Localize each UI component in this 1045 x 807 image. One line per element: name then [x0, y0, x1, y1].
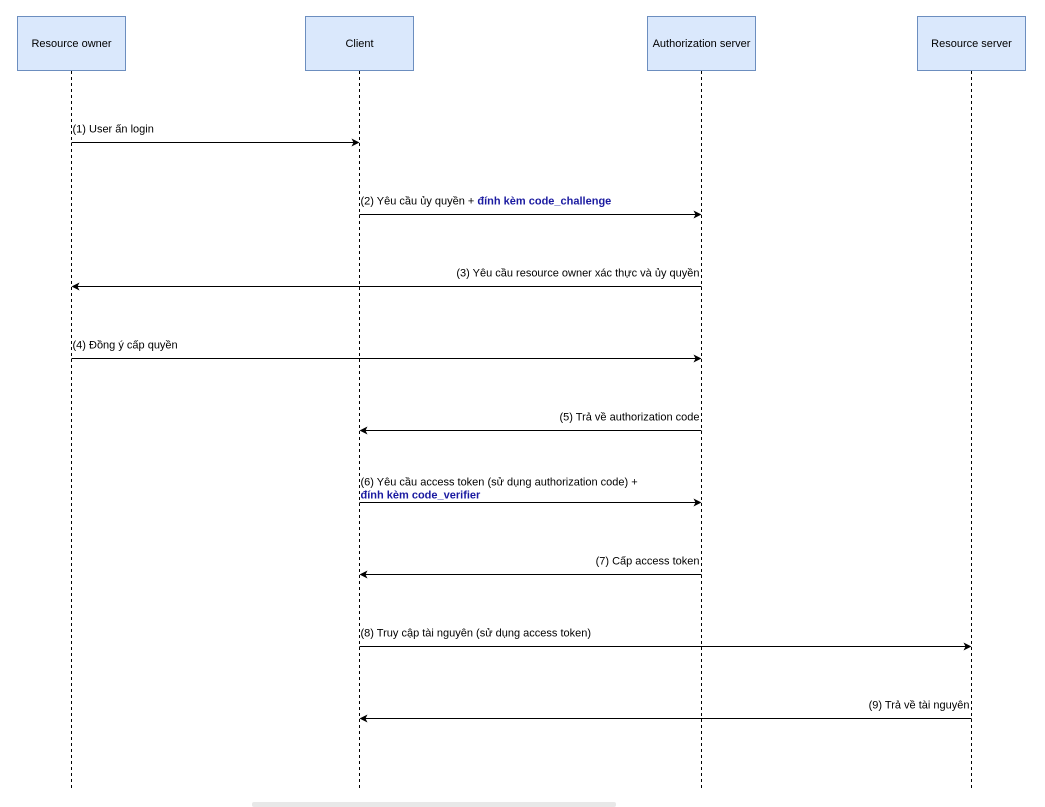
actor-box — [305, 16, 414, 71]
actor-rs: Resource server — [917, 16, 1026, 71]
message-5: (5) Trả về authorization code — [359, 412, 702, 435]
message-label-text: (1) User ấn login — [73, 124, 154, 136]
message-2: (2) Yêu cầu ủy quyền + đính kèm code_cha… — [359, 196, 702, 219]
message-8: (8) Truy cập tài nguyên (sử dụng access … — [359, 628, 972, 651]
actor-label: Resource owner — [31, 38, 111, 50]
messages: (1) User ấn login (2) Yêu cầu ủy quyền + … — [71, 124, 972, 723]
actor-label: Authorization server — [653, 38, 751, 50]
message-accent-label: đính kèm code_challenge — [477, 196, 611, 208]
arrowhead-icon — [963, 642, 972, 651]
arrowhead-icon — [693, 210, 702, 219]
message-6: (6) Yêu cầu access token (sử dụng author… — [359, 477, 702, 507]
message-label-text: (5) Trả về authorization code — [559, 412, 699, 424]
actor-client: Client — [305, 16, 414, 71]
actors: Resource owner Client Authorization server… — [17, 16, 1026, 71]
message-label-text: (7) Cấp access token — [596, 556, 700, 568]
message-label-text: (8) Truy cập tài nguyên (sử dụng access … — [361, 628, 592, 640]
message-label-text: (9) Trả về tài nguyên — [869, 700, 970, 712]
arrowhead-icon — [359, 570, 368, 579]
message-label: (9) Trả về tài nguyên — [869, 700, 970, 712]
horizontal-scrollbar[interactable] — [252, 802, 616, 807]
message-9: (9) Trả về tài nguyên — [359, 700, 972, 723]
actor-label: Resource server — [931, 38, 1012, 50]
message-4: (4) Đồng ý cấp quyền — [71, 340, 702, 363]
arrowhead-icon — [71, 282, 80, 291]
message-7: (7) Cấp access token — [359, 556, 702, 579]
message-3: (3) Yêu cầu resource owner xác thực và ủ… — [71, 268, 702, 291]
message-label-text: (3) Yêu cầu resource owner xác thực và ủ… — [456, 268, 699, 280]
actor-label: Client — [345, 38, 373, 50]
message-label-text: (2) Yêu cầu ủy quyền + — [361, 196, 478, 208]
arrowhead-icon — [351, 138, 360, 147]
message-label: (2) Yêu cầu ủy quyền + đính kèm code_cha… — [361, 196, 612, 208]
arrowhead-icon — [359, 426, 368, 435]
message-label: (7) Cấp access token — [596, 556, 700, 568]
actor-box — [647, 16, 756, 71]
arrowhead-icon — [359, 714, 368, 723]
message-label: (1) User ấn login — [73, 124, 154, 136]
message-label: (8) Truy cập tài nguyên (sử dụng access … — [361, 628, 592, 640]
message-label-text: (4) Đồng ý cấp quyền — [73, 340, 178, 352]
actor-auth: Authorization server — [647, 16, 756, 71]
arrowhead-icon — [693, 354, 702, 363]
actor-box — [17, 16, 126, 71]
message-accent-label: đính kèm code_verifier — [361, 490, 482, 502]
arrowhead-icon — [693, 498, 702, 507]
message-1: (1) User ấn login — [71, 124, 360, 147]
message-label: (3) Yêu cầu resource owner xác thực và ủ… — [456, 268, 699, 280]
message-label: (4) Đồng ý cấp quyền — [73, 340, 178, 352]
actor-owner: Resource owner — [17, 16, 126, 71]
message-label: (6) Yêu cầu access token (sử dụng author… — [361, 477, 638, 489]
message-label: (5) Trả về authorization code — [559, 412, 699, 424]
actor-box — [917, 16, 1026, 71]
